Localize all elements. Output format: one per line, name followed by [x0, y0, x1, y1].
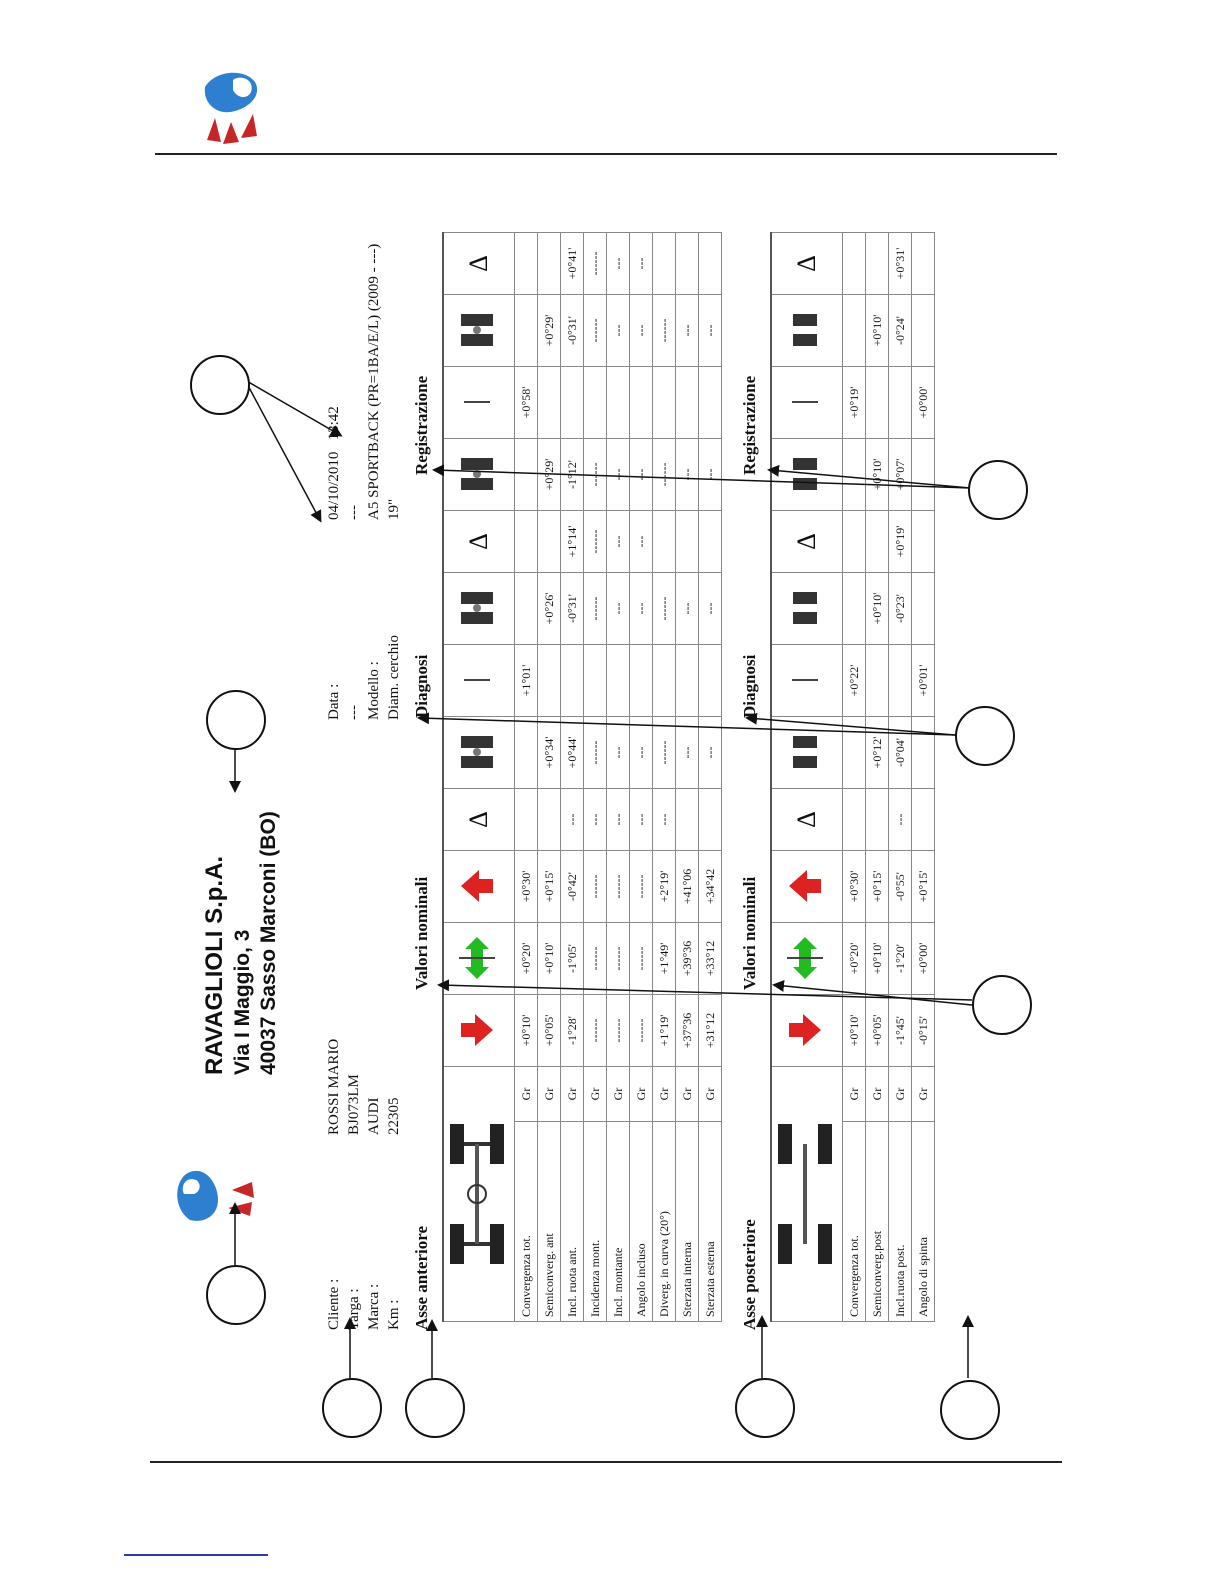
company-logo: [170, 1150, 265, 1230]
diag-total-divider-icon: [443, 644, 515, 717]
front-axle-diagram: [443, 1066, 515, 1322]
rear-wheel-left-icon: [771, 716, 843, 789]
rear-reg-divider-icon: [771, 366, 843, 439]
wheel-right-icon: [443, 572, 515, 645]
callout-8: [968, 460, 1028, 520]
header-rule: [155, 153, 1057, 155]
wheel-left-icon: [443, 716, 515, 789]
rear-axle-diagram: [771, 1066, 843, 1322]
rear-diag-divider-icon: [771, 644, 843, 717]
reg-wheel-right-icon: [443, 294, 515, 367]
callout-5: [405, 1378, 465, 1438]
reg-wheel-left-icon: [443, 438, 515, 511]
callout-10: [972, 975, 1032, 1035]
rear-target-arrows-icon: [771, 922, 843, 995]
callout-4: [322, 1378, 382, 1438]
max-arrow-icon: [443, 850, 515, 923]
callout-2: [206, 690, 266, 750]
rear-min-arrow-icon: [771, 994, 843, 1067]
report-sheet: RAVAGLIOLI S.p.A. Via I Maggio, 3 40037 …: [177, 232, 940, 1350]
rear-max-arrow-icon: [771, 850, 843, 923]
callout-6: [735, 1378, 795, 1438]
rear-reg-wheel-right-icon: [771, 294, 843, 367]
rear-axle-table: Δ Δ Δ Convergenza tot.Gr+0°10'+0°20'+0°3…: [770, 232, 935, 1322]
min-arrow-icon: [443, 994, 515, 1067]
footer-rule: [150, 1461, 1062, 1463]
top-logo: [185, 62, 295, 152]
callout-7: [940, 1380, 1000, 1440]
front-axle-table: Δ Δ Δ Convergenza tot.Gr+0°10'+0°20'+0°3…: [442, 232, 722, 1322]
reg-total-divider-icon: [443, 366, 515, 439]
callout-1: [190, 355, 250, 415]
rear-wheel-right-icon: [771, 572, 843, 645]
target-arrows-icon: [443, 922, 515, 995]
footer-link-rule: [124, 1554, 268, 1556]
callout-3: [206, 1265, 266, 1325]
callout-9: [955, 706, 1015, 766]
